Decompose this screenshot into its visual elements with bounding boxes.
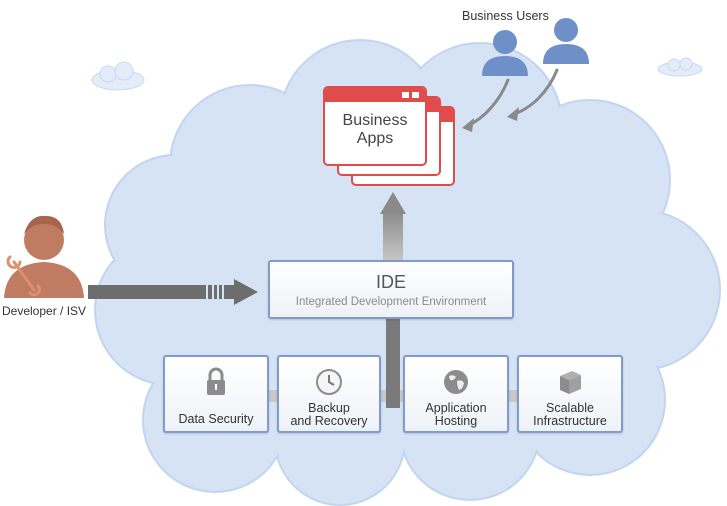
- box-icon: [560, 371, 581, 394]
- service-label: Application Hosting: [425, 401, 487, 428]
- business-user-icon: [543, 18, 589, 64]
- developer-label: Developer / ISV: [2, 304, 87, 318]
- service-label: Data Security: [178, 412, 254, 426]
- services-to-ide-connector: [386, 318, 400, 408]
- small-cloud-right: [657, 57, 703, 77]
- business-user-icon: [482, 30, 528, 76]
- service-label: Backup and Recovery: [290, 401, 368, 428]
- business-apps-label: Business Apps: [342, 112, 408, 147]
- service-application-hosting: Application Hosting: [403, 355, 509, 433]
- service-scalable-infrastructure: Scalable Infrastructure: [517, 355, 623, 433]
- arrow-up-to-apps: [380, 192, 406, 262]
- service-data-security: Data Security: [163, 355, 269, 433]
- ide-title: IDE: [375, 272, 406, 292]
- developer-icon: [4, 215, 84, 298]
- ide-box: IDE Integrated Development Environment: [268, 260, 514, 319]
- app-card-front: Business Apps: [323, 86, 427, 166]
- lock-icon: [207, 367, 225, 395]
- business-users-label: Business Users: [462, 9, 549, 23]
- globe-icon: [444, 370, 468, 394]
- small-cloud-left: [91, 61, 145, 91]
- service-backup-recovery: Backup and Recovery: [277, 355, 381, 433]
- clock-icon: [316, 369, 342, 395]
- arrow-developer-to-ide: [88, 279, 258, 305]
- service-label: Scalable Infrastructure: [533, 401, 607, 428]
- ide-subtitle: Integrated Development Environment: [295, 296, 487, 308]
